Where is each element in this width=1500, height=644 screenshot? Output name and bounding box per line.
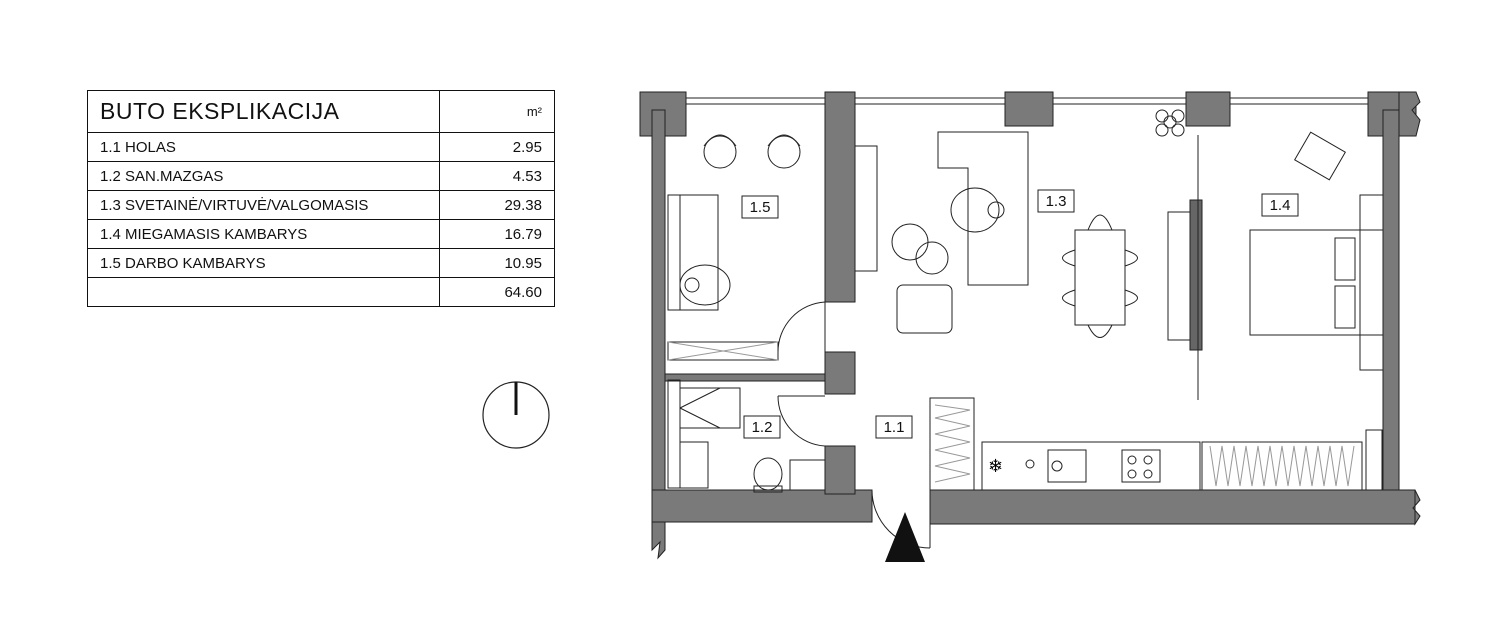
nightstand [1359, 194, 1384, 231]
room-name: 1.3 SVETAINĖ/VIRTUVĖ/VALGOMASIS [87, 190, 440, 220]
bathroom-fixtures [667, 379, 826, 493]
coffee-table [891, 223, 929, 261]
floor-plan: ❄ 1.5 1.3 1.4 1.2 1.1 [639, 91, 1421, 562]
doors [777, 301, 931, 549]
sliding-door [1189, 199, 1203, 351]
dining-table [1074, 229, 1126, 326]
person-icon [679, 264, 731, 306]
explication-row: 1.4 MIEGAMASIS KAMBARYS 16.79 [87, 219, 555, 249]
door-swing [777, 301, 826, 353]
person-icon [950, 187, 1000, 233]
walls [639, 91, 1421, 560]
room-area: 29.38 [439, 190, 555, 220]
explication-title: BUTO EKSPLIKACIJA [87, 90, 440, 133]
bedroom-furniture [1249, 131, 1384, 371]
room-name: 1.2 SAN.MAZGAS [87, 161, 440, 191]
total-area: 64.60 [439, 277, 555, 307]
door-swing [777, 395, 826, 447]
room-label: 1.2 [752, 419, 773, 436]
room-label-box [875, 415, 913, 439]
living-furniture [854, 131, 1203, 400]
room-label: 1.5 [750, 199, 771, 216]
sink [1047, 449, 1087, 483]
freezer-snowflake-icon: ❄ [988, 456, 1003, 476]
explication-total-row: 64.60 [87, 277, 555, 307]
explication-row: 1.5 DARBO KAMBARYS 10.95 [87, 248, 555, 278]
bed [1249, 229, 1361, 336]
wall-break [1412, 489, 1421, 526]
explication-header-row: BUTO EKSPLIKACIJA m² [87, 90, 555, 133]
tv-unit [854, 145, 878, 272]
wardrobe [1201, 429, 1383, 491]
explication-row: 1.3 SVETAINĖ/VIRTUVĖ/VALGOMASIS 29.38 [87, 190, 555, 220]
pouf [896, 284, 953, 334]
entrance-arrow-icon [885, 512, 925, 562]
room-area: 16.79 [439, 219, 555, 249]
room-label-box [741, 195, 779, 219]
room-label-box [1261, 193, 1299, 217]
plant-icon [1155, 109, 1185, 137]
wall-break [1398, 91, 1421, 137]
room-area: 2.95 [439, 132, 555, 162]
shower [679, 387, 741, 429]
room-name: 1.4 MIEGAMASIS KAMBARYS [87, 219, 440, 249]
toilet-icon [753, 457, 783, 491]
room-name: 1.1 HOLAS [87, 132, 440, 162]
windows [686, 97, 1368, 105]
washbasin [679, 441, 709, 489]
wall-bottom-right [929, 489, 1416, 525]
explication-unit: m² [439, 90, 555, 133]
tap-icon [1025, 459, 1035, 469]
total-label-cell [87, 277, 440, 307]
north-compass-icon [482, 381, 550, 449]
wall-bottom-left [651, 489, 873, 523]
wall-partition-upper [824, 91, 856, 303]
kitchen: ❄ [929, 397, 1201, 491]
hob [1121, 449, 1161, 483]
wall-pillar [1185, 91, 1231, 127]
wall-thin [664, 373, 826, 382]
room-label-box [1037, 189, 1075, 213]
room-label-box [743, 415, 781, 439]
sofa [937, 131, 1029, 286]
sideboard [1167, 211, 1191, 341]
wall-left [651, 109, 666, 506]
explication-table: BUTO EKSPLIKACIJA m² 1.1 HOLAS 2.95 1.2 … [87, 90, 555, 307]
room-name: 1.5 DARBO KAMBARYS [87, 248, 440, 278]
office-furniture [667, 134, 801, 361]
wall-pillar [1004, 91, 1054, 127]
wall-bath [824, 445, 856, 495]
room-label: 1.4 [1270, 197, 1291, 214]
wall-partition-lower [824, 351, 856, 395]
nightstand [1359, 334, 1384, 371]
explication-row: 1.1 HOLAS 2.95 [87, 132, 555, 162]
explication-row: 1.2 SAN.MAZGAS 4.53 [87, 161, 555, 191]
room-label: 1.1 [884, 419, 905, 436]
room-label: 1.3 [1046, 193, 1067, 210]
wall-right [1382, 109, 1400, 491]
armchair [1293, 131, 1347, 181]
room-area: 4.53 [439, 161, 555, 191]
washing-machine [789, 459, 826, 491]
room-labels: 1.5 1.3 1.4 1.2 1.1 [741, 189, 1299, 439]
sofa [667, 194, 719, 311]
room-area: 10.95 [439, 248, 555, 278]
tall-cabinet [929, 397, 975, 491]
kitchen-counter [981, 441, 1201, 491]
